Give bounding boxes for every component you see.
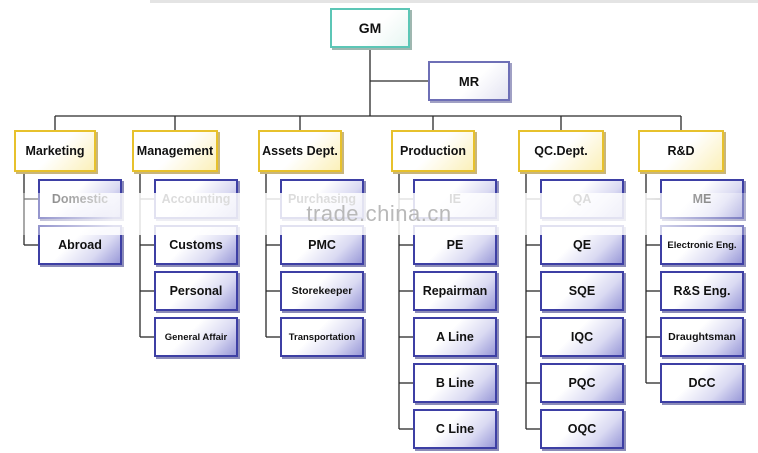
node-mr: MR [428, 61, 510, 101]
sub-unit-label: SQE [568, 284, 596, 298]
watermark-text: trade.china.cn [306, 201, 452, 226]
sub-unit-label: B Line [435, 376, 475, 390]
node-gm: GM [330, 8, 410, 48]
department-box: Assets Dept. [258, 130, 342, 172]
department-label: Management [136, 144, 214, 158]
sub-unit-label: Abroad [58, 238, 102, 252]
sub-unit-box: Transportation [280, 317, 364, 357]
sub-unit-label: Personal [169, 284, 223, 298]
department-label: Marketing [25, 144, 85, 158]
sub-unit-box: DCC [660, 363, 744, 403]
department-box: Marketing [14, 130, 96, 172]
watermark: trade.china.cn [0, 193, 758, 235]
sub-unit-box: Storekeeper [280, 271, 364, 311]
sub-unit-label: Repairman [422, 284, 488, 298]
sub-unit-box: PQC [540, 363, 624, 403]
sub-unit-label: PE [446, 238, 464, 252]
sub-unit-label: PMC [308, 238, 336, 252]
sub-unit-box: SQE [540, 271, 624, 311]
department-box: QC.Dept. [518, 130, 604, 172]
sub-unit-label: QE [572, 238, 592, 252]
sub-unit-label: DCC [688, 376, 716, 390]
sub-unit-label: OQC [567, 422, 597, 436]
department-box: R&D [638, 130, 724, 172]
sub-unit-label: General Affair [164, 331, 228, 343]
sub-unit-box: OQC [540, 409, 624, 449]
sub-unit-box: General Affair [154, 317, 238, 357]
sub-unit-label: Customs [169, 238, 223, 252]
department-label: Production [400, 144, 466, 158]
top-divider-line [150, 0, 758, 3]
sub-unit-label: Electronic Eng. [667, 239, 737, 251]
department-box: Production [391, 130, 475, 172]
sub-unit-box: A Line [413, 317, 497, 357]
sub-unit-box: R&S Eng. [660, 271, 744, 311]
sub-unit-label: C Line [435, 422, 475, 436]
sub-unit-label: R&S Eng. [673, 284, 731, 298]
sub-unit-box: IQC [540, 317, 624, 357]
sub-unit-label: PQC [568, 376, 596, 390]
sub-unit-label: IQC [570, 330, 594, 344]
department-label: Assets Dept. [262, 144, 338, 158]
sub-unit-label: Draughtsman [668, 331, 736, 343]
sub-unit-box: Draughtsman [660, 317, 744, 357]
node-mr-label: MR [458, 73, 480, 89]
sub-unit-box: Repairman [413, 271, 497, 311]
department-label: R&D [667, 144, 695, 158]
node-gm-label: GM [358, 20, 382, 36]
sub-unit-label: A Line [436, 330, 474, 344]
sub-unit-label: Transportation [288, 331, 356, 343]
department-label: QC.Dept. [534, 144, 588, 158]
department-box: Management [132, 130, 218, 172]
sub-unit-label: Storekeeper [291, 285, 353, 297]
sub-unit-box: C Line [413, 409, 497, 449]
sub-unit-box: B Line [413, 363, 497, 403]
sub-unit-box: Personal [154, 271, 238, 311]
